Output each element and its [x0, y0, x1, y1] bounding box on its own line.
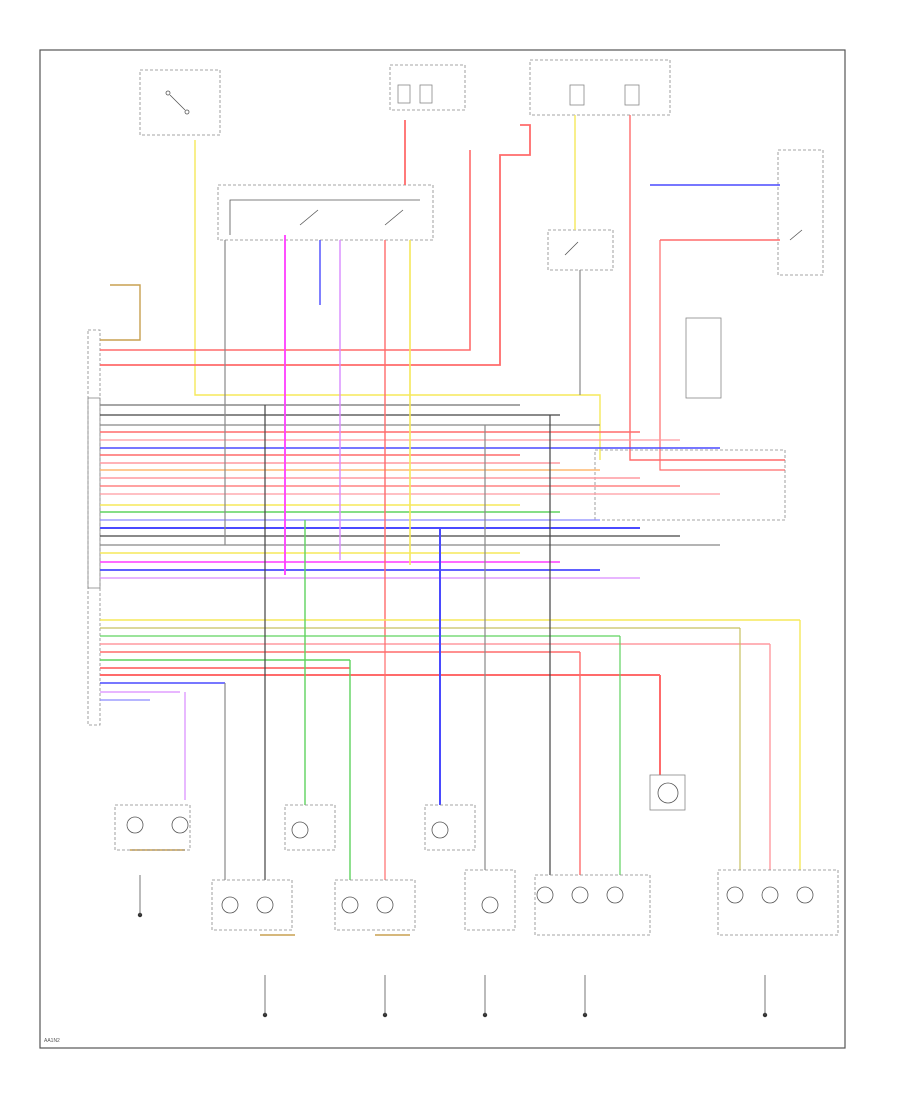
left-taillight-assembly [534, 874, 651, 936]
left-turn-lamp-box [284, 804, 336, 851]
turn-signal-switch [685, 317, 722, 399]
fuse-panel-center [389, 64, 466, 111]
ground-layer [137, 875, 768, 1018]
right-headlight-assembly [334, 879, 416, 931]
lamp-layer [126, 816, 814, 914]
wire-turn-red2 [659, 240, 785, 471]
combination-switch [594, 449, 786, 521]
right-taillight-assembly [717, 869, 839, 936]
wire-brake-feed [100, 150, 471, 351]
left-parking-lamp-box [114, 804, 191, 851]
wire-ground-strap [100, 284, 141, 341]
fuse-panel-right [529, 59, 671, 116]
bulb-icon [761, 886, 779, 904]
motor-icon [657, 782, 679, 804]
bulb-icon [481, 896, 499, 914]
bulb-icon [171, 816, 189, 834]
left-headlight-assembly [211, 879, 293, 931]
license-lamp-box [464, 869, 516, 931]
diagram-frame [39, 49, 846, 1049]
bulb-icon [256, 896, 274, 914]
switch-icon [169, 94, 186, 111]
bulb-icon [571, 886, 589, 904]
connector-icon [87, 397, 101, 589]
ignition-switch [139, 69, 221, 136]
diagram-code: AA1N2 [44, 1038, 60, 1044]
bulb-icon [221, 896, 239, 914]
wire-turn-feed [629, 115, 785, 461]
main-connector [87, 329, 101, 726]
bulb-icon [536, 886, 554, 904]
right-turn-lamp-box [424, 804, 476, 851]
bulb-icon [376, 896, 394, 914]
bulb-icon [291, 821, 309, 839]
bulb-icon [726, 886, 744, 904]
bulb-icon [796, 886, 814, 904]
bulb-icon [341, 896, 359, 914]
wire-layer [100, 115, 801, 936]
headlight-switch [217, 184, 434, 241]
bulb-icon [606, 886, 624, 904]
bulb-icon [431, 821, 449, 839]
wire-hazard-feed [100, 124, 531, 366]
wire-ignition-feed [194, 140, 601, 460]
rear-relay-box [649, 774, 686, 811]
bulb-icon [126, 816, 144, 834]
brake-light-switch [547, 229, 614, 271]
hazard-switch [777, 149, 824, 276]
